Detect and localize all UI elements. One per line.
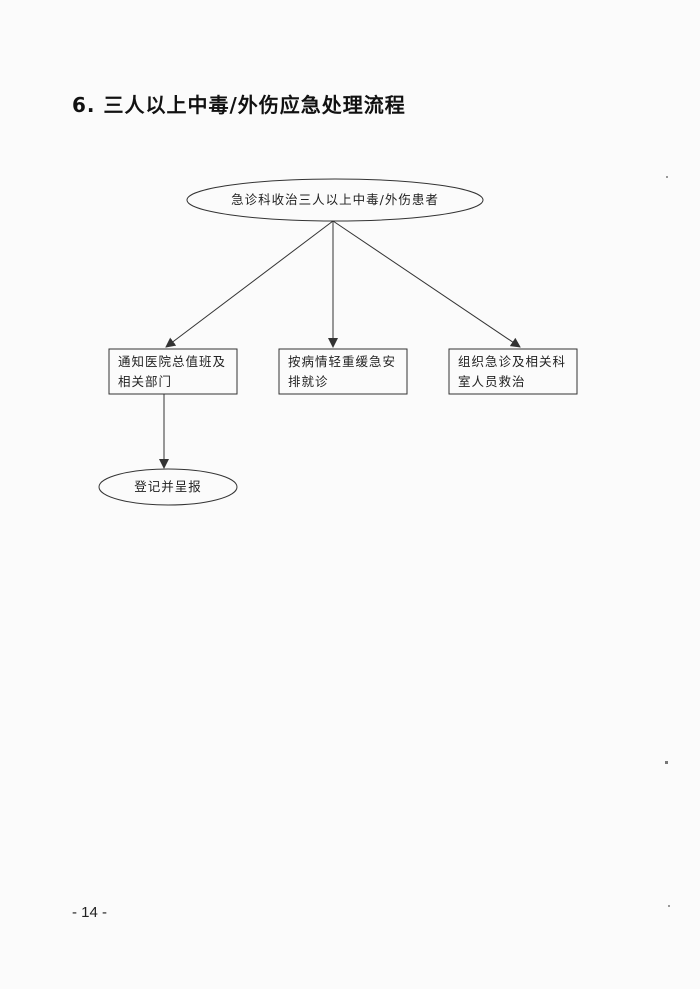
branch-box-2 <box>278 348 408 395</box>
branch-node-text: 通知医院总值班及相关部门 <box>118 354 227 389</box>
scan-speck <box>665 761 668 764</box>
root-ellipse <box>186 178 484 222</box>
branch-box-3 <box>448 348 578 395</box>
terminal-ellipse <box>98 468 238 506</box>
branch-node-text: 按病情轻重缓急安排就诊 <box>288 354 397 389</box>
branch-box-1 <box>108 348 238 395</box>
page-number: - 14 - <box>72 904 108 921</box>
scan-speck <box>666 176 668 178</box>
scan-speck <box>668 905 670 907</box>
terminal-node-text: 登记并呈报 <box>134 479 202 494</box>
branch-node-text: 组织急诊及相关科室人员救治 <box>458 354 567 389</box>
arrow-to-branch-3 <box>332 220 521 348</box>
root-node-text: 急诊科收治三人以上中毒/外伤患者 <box>231 192 439 207</box>
arrow-to-branch-1 <box>165 220 334 348</box>
section-heading: 6. 三人以上中毒/外伤应急处理流程 <box>72 93 406 117</box>
